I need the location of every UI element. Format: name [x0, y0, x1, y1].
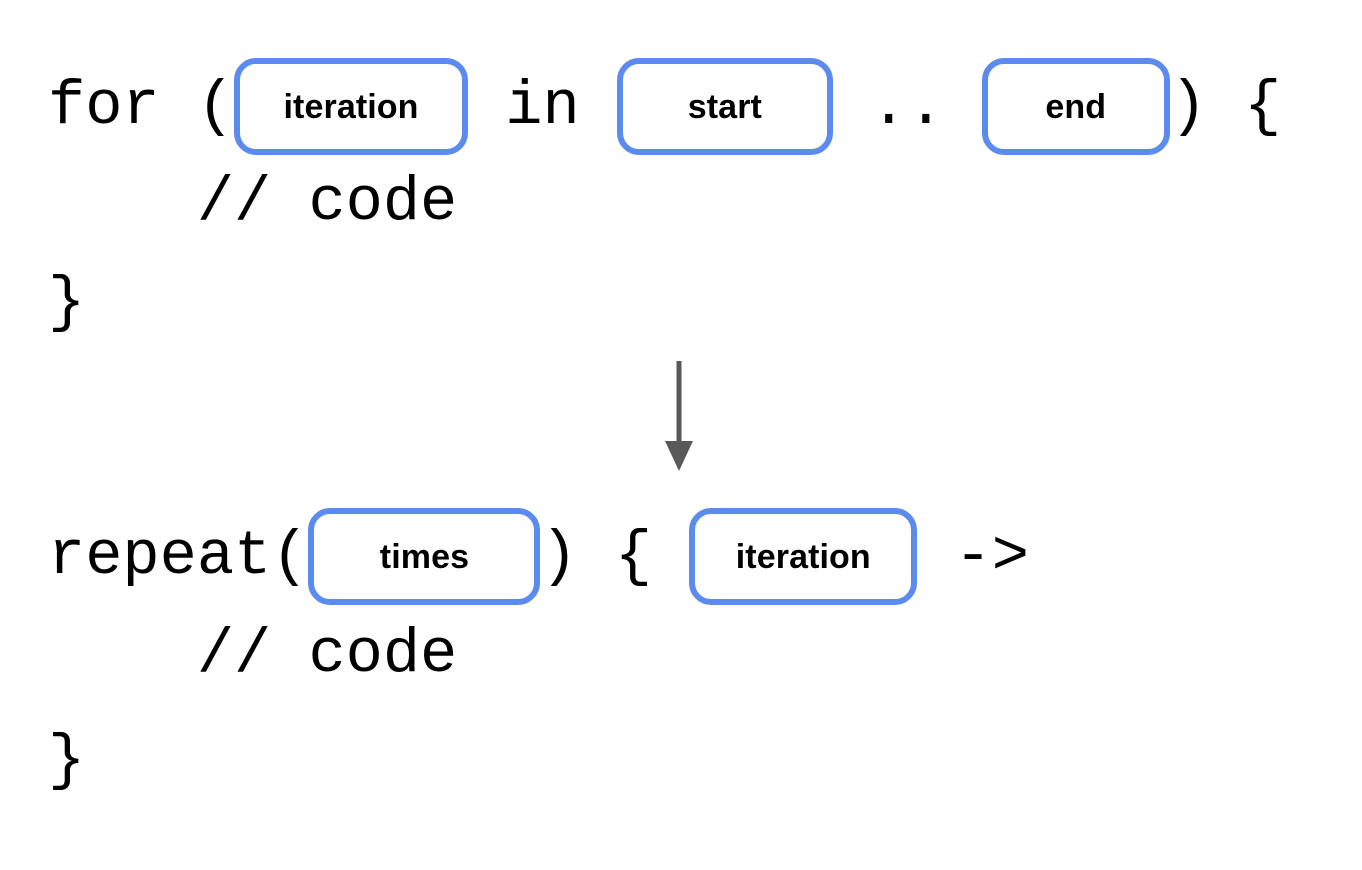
- repeat-signature-line: repeat( times ) { iteration ->: [48, 508, 1029, 605]
- for-loop-body-comment: // code: [48, 167, 458, 238]
- chip-end[interactable]: end: [981, 58, 1170, 155]
- close-paren-open-brace-lambda: ) {: [540, 520, 690, 592]
- for-loop-closing-brace: }: [48, 267, 86, 338]
- chip-start[interactable]: start: [616, 58, 833, 155]
- lambda-arrow-token: ->: [917, 520, 1029, 592]
- for-loop-signature-line: for ( iteration in start .. end ) {: [48, 58, 1281, 155]
- in-keyword: in: [468, 70, 617, 142]
- for-keyword-open-paren: for (: [48, 70, 235, 142]
- close-paren-open-brace: ) {: [1169, 70, 1282, 142]
- chip-iteration-top[interactable]: iteration: [234, 58, 469, 155]
- down-arrow-icon: [655, 355, 703, 475]
- repeat-keyword-open-paren: repeat(: [48, 520, 309, 592]
- chip-iteration-bottom[interactable]: iteration: [689, 508, 918, 605]
- chip-times[interactable]: times: [308, 508, 541, 605]
- repeat-closing-brace: }: [48, 725, 86, 796]
- range-operator: ..: [832, 70, 982, 142]
- repeat-body-comment: // code: [48, 619, 458, 690]
